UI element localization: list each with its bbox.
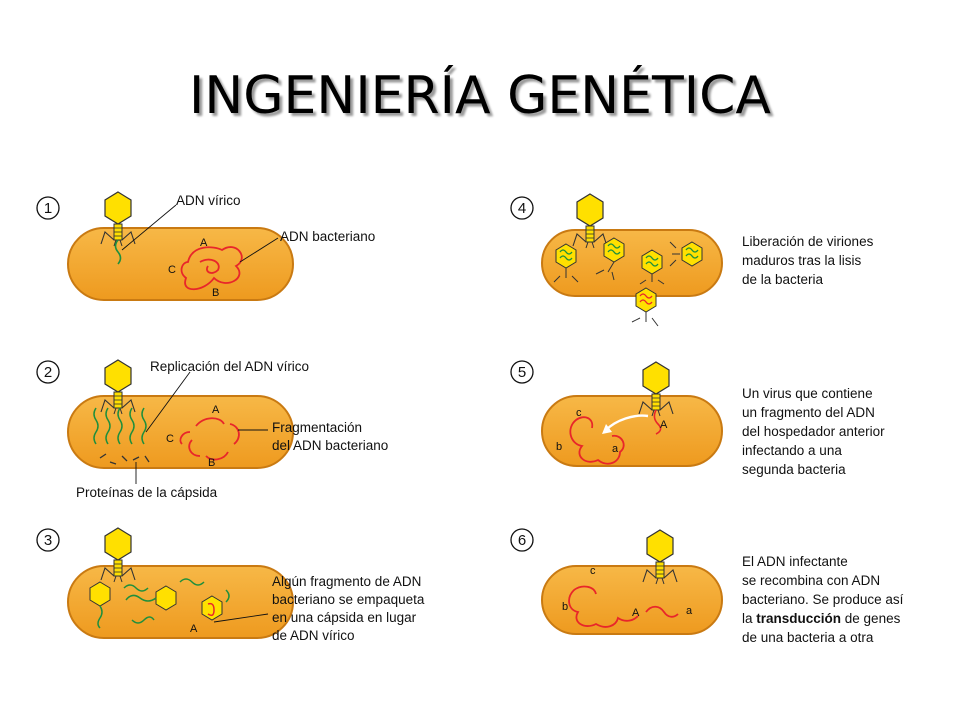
replicated-viral-dna: [93, 407, 147, 445]
label-recombination-4-pre: la: [742, 611, 756, 626]
panel-number-6: 6: [510, 528, 534, 552]
label-infection-4: infectando a una: [742, 443, 842, 458]
label-release-1: Liberación de viriones: [742, 234, 874, 249]
label-packaging-2: bacteriano se empaqueta: [272, 592, 425, 607]
panel-number-5: 5: [510, 360, 534, 384]
panel-4: 4 Liberación de viriones maduros tras la…: [510, 193, 874, 327]
gene-label-A: A: [660, 419, 668, 431]
label-release-2: maduros tras la lisis: [742, 253, 862, 268]
gene-label-A: A: [632, 607, 640, 619]
bacterial-dna: [180, 246, 243, 291]
panel-5: 5 c A b a Un virus que contiene un fragm…: [510, 360, 885, 477]
gene-label-a: a: [612, 443, 619, 455]
panel-3: 3 A Algún fragmento de ADN bacteriano se…: [36, 527, 425, 643]
label-fragmentation-2: del ADN bacteriano: [272, 438, 388, 453]
panel-1: 1 A C B ADN vírico ADN bacteriano: [36, 191, 375, 301]
bacterium-cell: [67, 565, 294, 639]
bacterium-cell: [67, 227, 294, 301]
label-recombination-4: la transducción de genes: [742, 611, 901, 626]
gene-label-b: b: [562, 601, 568, 613]
panel-2: 2 A C B Replicación del ADN vírico Fragm…: [36, 359, 388, 500]
panel-number-2: 2: [36, 360, 60, 384]
label-infection-2: un fragmento del ADN: [742, 405, 875, 420]
label-release-3: de la bacteria: [742, 272, 824, 287]
label-infection-5: segunda bacteria: [742, 462, 846, 477]
label-fragmentation: Fragmentación: [272, 420, 362, 435]
label-recombination-3: bacteriano. Se produce así: [742, 592, 904, 607]
label-packaging-3: en una cápsida en lugar: [272, 610, 417, 625]
panel-number-5-text: 5: [518, 364, 526, 381]
panel-number-2-text: 2: [44, 364, 52, 381]
bacterium-cell: [541, 395, 723, 467]
panel-number-1: 1: [36, 196, 60, 220]
label-infection-1: Un virus que contiene: [742, 386, 873, 401]
gene-label-b: b: [556, 441, 562, 453]
bacterial-dna: [569, 416, 625, 465]
new-capsids: [89, 581, 223, 629]
gene-label-A: A: [212, 404, 220, 416]
panel-6: 6 c b A a El ADN infectante se recombina…: [510, 528, 904, 645]
gene-label-A: A: [190, 623, 198, 635]
page-title: INGENIERÍA GENÉTICA: [189, 66, 771, 126]
panel-number-3-text: 3: [44, 532, 52, 549]
gene-label-B: B: [208, 457, 215, 469]
label-recombination-5: de una bacteria a otra: [742, 630, 874, 645]
label-bacterial-dna: ADN bacteriano: [280, 229, 375, 244]
panel-number-1-text: 1: [44, 200, 52, 217]
panel-number-6-text: 6: [518, 532, 526, 549]
panel-number-3: 3: [36, 528, 60, 552]
insertion-arrow: [605, 414, 649, 431]
gene-label-A: A: [200, 237, 208, 249]
gene-label-c: c: [576, 407, 582, 419]
label-viral-replication: Replicación del ADN vírico: [150, 359, 309, 374]
mature-virions: [553, 237, 703, 327]
capsid-proteins: [99, 453, 150, 465]
recombined-dna: [568, 585, 679, 628]
label-infection-3: del hospedador anterior: [742, 424, 885, 439]
gene-label-C: C: [168, 264, 176, 276]
gene-label-a: a: [686, 605, 693, 617]
label-capsid-proteins: Proteínas de la cápsida: [76, 485, 218, 500]
panel-number-4-text: 4: [518, 200, 526, 217]
gene-label-C: C: [166, 433, 174, 445]
gene-label-c: c: [590, 565, 596, 577]
label-packaging-4: de ADN vírico: [272, 628, 355, 643]
bacterium-cell: [541, 565, 723, 635]
label-transduction-term: transducción: [756, 611, 841, 626]
panel-number-4: 4: [510, 196, 534, 220]
bacterium-cell: [67, 395, 294, 469]
fragmented-bacterial-dna: [179, 417, 240, 461]
label-packaging-1: Algún fragmento de ADN: [272, 574, 421, 589]
label-recombination-2: se recombina con ADN: [742, 573, 880, 588]
label-recombination-4-post: de genes: [841, 611, 901, 626]
gene-label-B: B: [212, 287, 219, 299]
label-viral-dna: ADN vírico: [176, 193, 241, 208]
viral-dna-strand: [114, 239, 122, 265]
label-recombination-1: El ADN infectante: [742, 554, 848, 569]
injected-dna: [653, 409, 662, 435]
